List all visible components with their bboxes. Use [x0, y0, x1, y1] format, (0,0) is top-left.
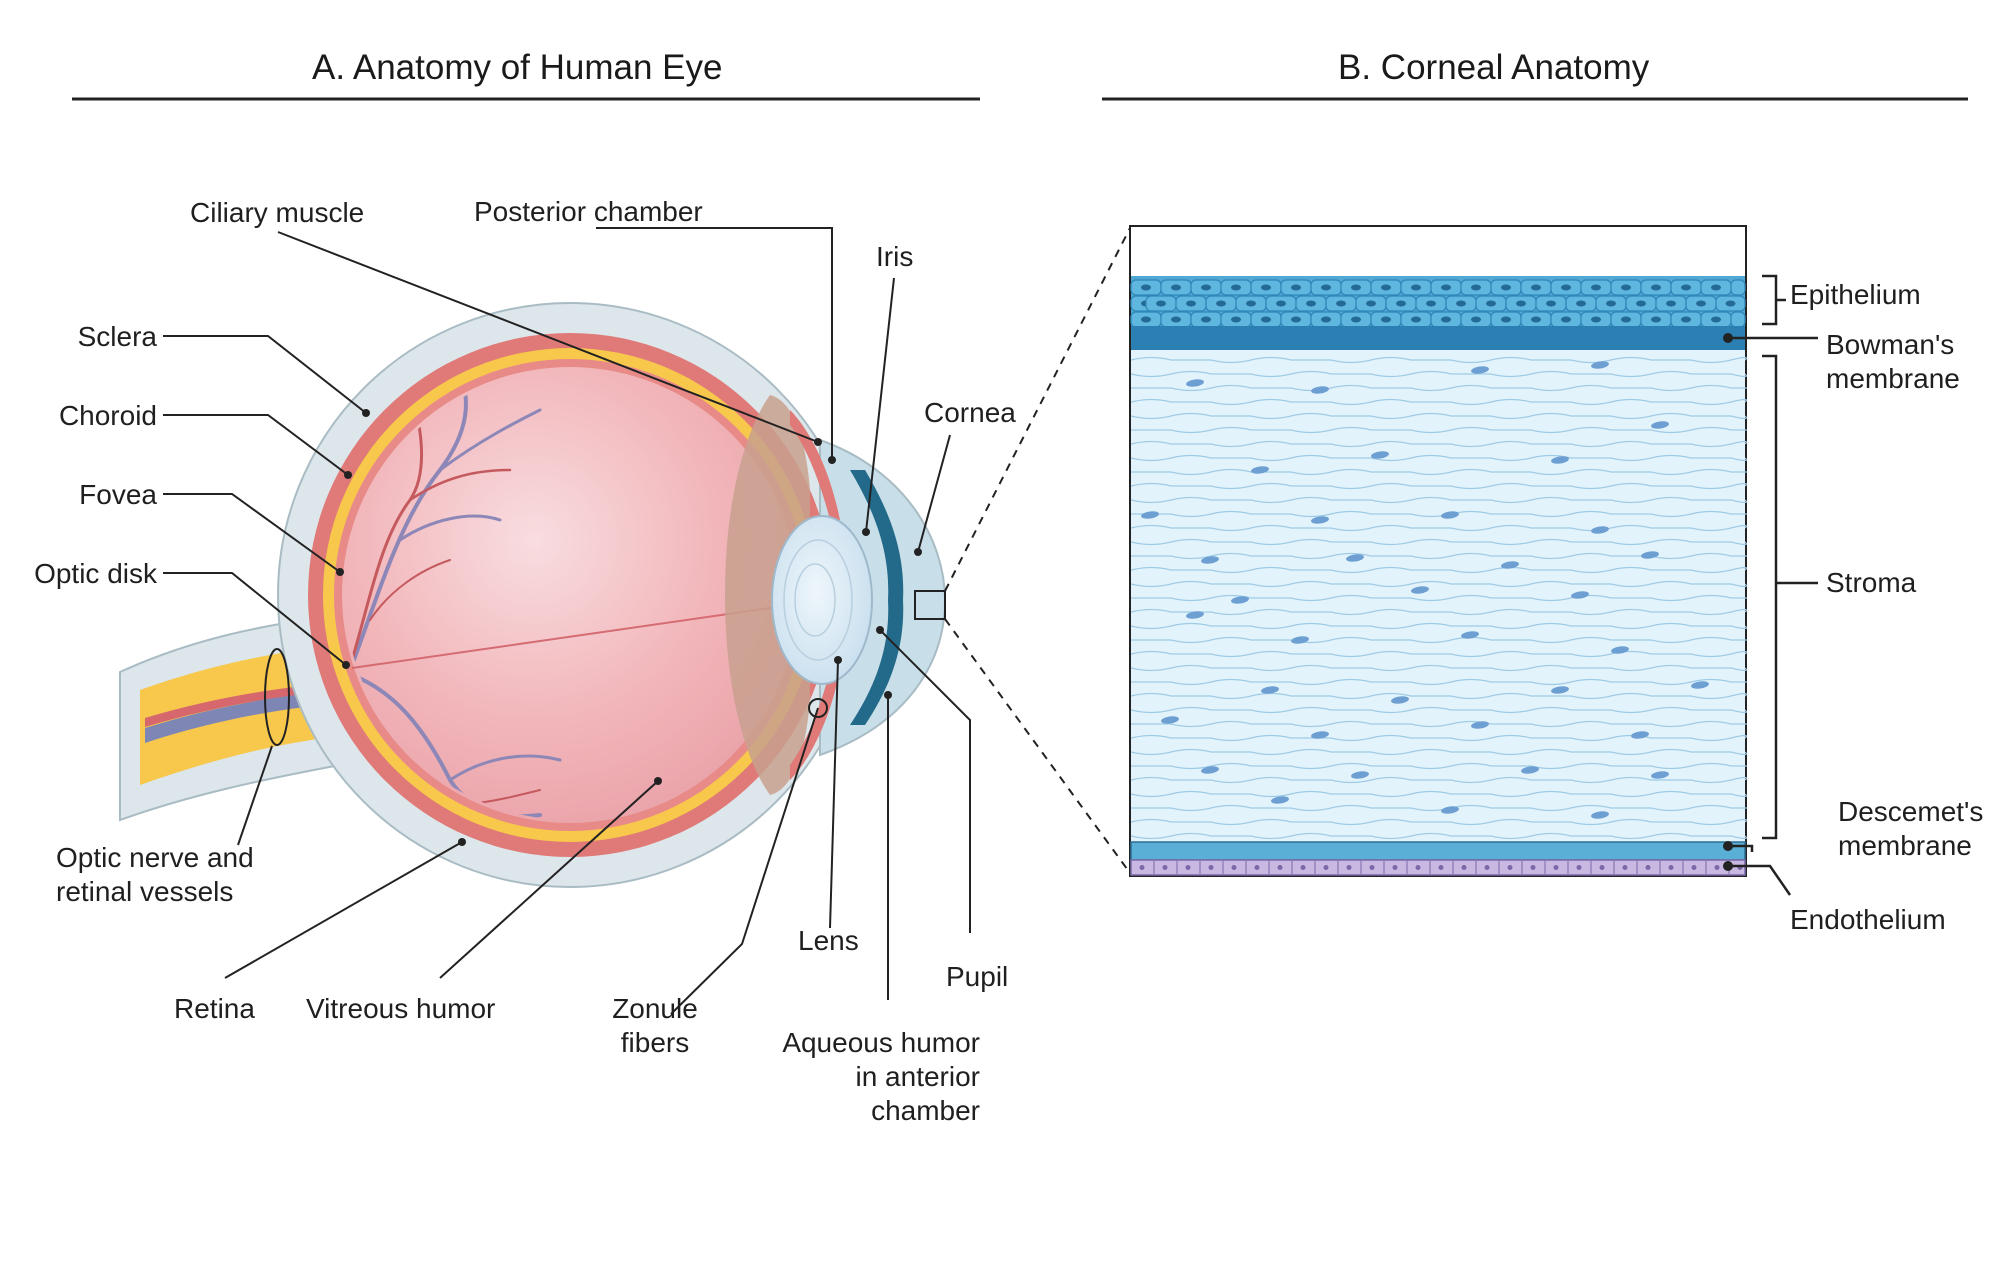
label-choroid: Choroid [58, 400, 157, 431]
label-vitreous-humor: Vitreous humor [306, 993, 496, 1024]
label-endothelium: Endothelium [1790, 904, 1946, 935]
label-posterior-chamber: Posterior chamber [474, 196, 703, 227]
label-cornea: Cornea [924, 397, 1016, 428]
cornea-leader-lines [1728, 274, 1818, 896]
label-descemet-line1: Descemet's [1838, 796, 1984, 827]
label-ciliary-muscle: Ciliary muscle [190, 197, 365, 228]
label-bowman-line1: Bowman's [1826, 329, 1955, 360]
label-iris: Iris [876, 241, 914, 272]
label-optic-nerve-line2: retinal vessels [56, 876, 234, 907]
ciliary-body [725, 395, 810, 795]
label-lens: Lens [798, 925, 859, 956]
label-fovea: Fovea [79, 479, 157, 510]
label-pupil: Pupil [946, 961, 1009, 992]
label-epithelium: Epithelium [1790, 279, 1921, 310]
endothelium-cells [1130, 861, 1743, 874]
label-zonule-line1: Zonule [612, 993, 698, 1024]
label-aqueous-line1: Aqueous humor [782, 1027, 980, 1058]
bowman-layer [1131, 326, 1745, 350]
optic-nerve-ring [264, 648, 290, 746]
stroma-fibers [1130, 356, 1747, 840]
iris-shape [850, 470, 904, 725]
panel-b-title: B. Corneal Anatomy [1338, 48, 1650, 87]
eye-illustration [119, 227, 1131, 888]
ciliary-muscle-lower [790, 670, 840, 780]
eye-leader-lines [163, 227, 971, 1015]
label-optic-disk: Optic disk [34, 558, 157, 589]
label-zonule-fibers: Zonule fibers [592, 992, 718, 1060]
cornea-zoom-box [914, 590, 946, 620]
label-retina: Retina [174, 993, 255, 1024]
label-optic-nerve-line1: Optic nerve and [56, 842, 254, 873]
epithelium-bracket [1762, 274, 1778, 326]
label-sclera: Sclera [77, 321, 157, 352]
ciliary-muscle-upper [790, 410, 840, 520]
zonule-marker [808, 698, 828, 718]
vitreous-body [342, 367, 798, 823]
cornea-cross-section [1129, 225, 1747, 877]
label-zonule-line2: fibers [620, 1027, 690, 1058]
panel-a-title: A. Anatomy of Human Eye [312, 48, 723, 87]
cornea-leader-dots [1723, 333, 1733, 871]
descemet-layer [1130, 841, 1746, 861]
label-optic-nerve: Optic nerve and retinal vessels [56, 841, 254, 909]
zoom-line-top [944, 227, 1131, 592]
label-stroma: Stroma [1826, 567, 1917, 598]
eye-leader-dots [336, 409, 922, 846]
lens-shape [771, 515, 873, 685]
label-bowman: Bowman's membrane [1826, 328, 1960, 396]
label-descemet-line2: membrane [1838, 830, 1972, 861]
label-bowman-line2: membrane [1826, 363, 1960, 394]
stroma-bracket [1762, 354, 1778, 840]
epithelium-cells [1130, 279, 1746, 328]
label-aqueous-line3: chamber [871, 1095, 980, 1126]
label-aqueous-humor: Aqueous humor in anterior chamber [782, 1026, 980, 1128]
zoom-line-bottom [944, 618, 1131, 874]
label-descemet: Descemet's membrane [1838, 795, 1983, 863]
label-aqueous-line2: in anterior [855, 1061, 980, 1092]
